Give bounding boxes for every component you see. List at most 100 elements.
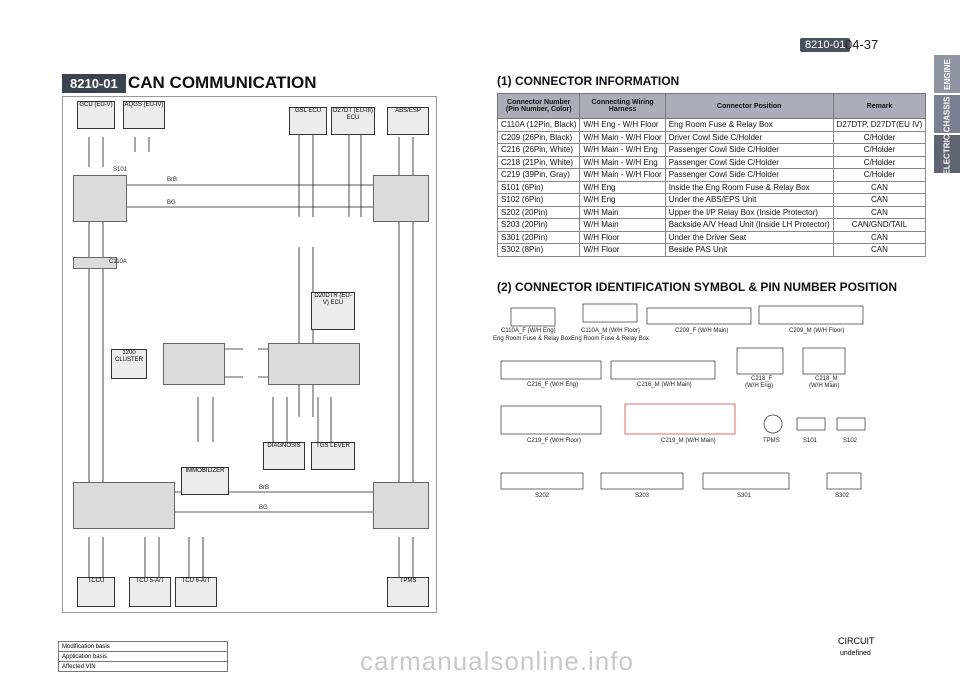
tab-engine[interactable]: ENGINE [934, 55, 960, 93]
gsl-ecu-module: GSL ECU [289, 107, 327, 135]
label-c218-m: C218_M [815, 376, 838, 382]
application-basis: Application basis [58, 651, 228, 662]
connector-s101 [73, 175, 127, 222]
wire-label-brb: BrB [167, 177, 178, 183]
cell-position: Under the ABS/EPS Unit [664, 193, 834, 207]
cell-harness: W/H Main - W/H Floor [579, 168, 666, 182]
cell-remark: CAN [832, 230, 927, 244]
label-c110a-f-pos: Eng Room Fuse & Relay Box [493, 336, 572, 342]
cell-remark: C/Holder [832, 155, 927, 169]
connector-info-table: Connector Number (Pin Number, Color) Con… [496, 93, 927, 257]
circuit-label: CIRCUIT [838, 636, 875, 646]
col-wiring-harness: Connecting Wiring Harness [579, 93, 666, 119]
cell-connector: C216 (26Pin, White) [496, 143, 581, 157]
cell-connector: C218 (21Pin, White) [496, 155, 581, 169]
label-c219-m: C219_M (W/H Main) [661, 438, 716, 444]
connector-id-title: (2) CONNECTOR IDENTIFICATION SYMBOL & PI… [497, 280, 898, 294]
watermark: carmanualsonline.info [360, 646, 634, 676]
cell-harness: W/H Main - W/H Floor [579, 130, 666, 144]
wiring-lines [88, 127, 414, 577]
cell-position: Under the Driver Seat [664, 230, 834, 244]
label-c110a-m: C110A_M (W/H Floor) [581, 328, 640, 334]
cell-connector: C209 (26Pin, Black) [496, 130, 581, 144]
connector-info-title: (1) CONNECTOR INFORMATION [497, 74, 680, 88]
cell-harness: W/H Main - W/H Eng [579, 143, 666, 157]
cell-remark: CAN/GND/TAIL [832, 218, 927, 232]
circuit-sub: undefined [840, 650, 871, 657]
cell-remark: C/Holder [832, 143, 927, 157]
d20dtr-ecu-module: D20DTR (EU-V) ECU [311, 292, 355, 330]
cell-connector: S203 (20Pin) [496, 218, 581, 232]
label-s202-pin: S202 [535, 493, 550, 499]
cell-harness: W/H Floor [579, 230, 666, 244]
cell-harness: W/H Eng [579, 193, 666, 207]
cell-harness: W/H Main [579, 218, 666, 232]
label-s203-pin: S203 [635, 493, 650, 499]
affected-vin: Affected VIN [58, 661, 228, 672]
cell-connector: S302 (8Pin) [496, 243, 581, 257]
cell-connector: S101 (6Pin) [496, 180, 581, 194]
wire-label-brb-bottom: BrB [259, 485, 270, 491]
tcu-6at-module: TCU 6-A/T [175, 577, 217, 607]
label-c209-m: C209_M (W/H Floor) [789, 328, 845, 334]
cell-harness: W/H Main [579, 205, 666, 219]
d27dt-ecu-module: D27DT (EU-III) ECU [331, 107, 375, 135]
cell-connector: S102 (6Pin) [496, 193, 581, 207]
connector-pin-diagrams [500, 303, 866, 490]
modification-basis: Modification basis [58, 641, 228, 652]
label-c110a-m-pos: Eng Room Fuse & Relay Box [571, 336, 650, 342]
cell-remark: CAN [832, 243, 927, 257]
cell-remark: CAN [832, 205, 927, 219]
cell-position: Eng Room Fuse & Relay Box [664, 118, 834, 132]
cell-position: Driver Cowl Side C/Holder [664, 130, 834, 144]
tab-chassis[interactable]: CHASSIS [934, 95, 960, 133]
col-connector-number: Connector Number (Pin Number, Color) [496, 93, 581, 119]
wire-label-bg: BG [167, 200, 176, 206]
label-s101: S101 [113, 167, 128, 173]
cell-connector: C219 (39Pin, Gray) [496, 168, 581, 182]
tgs-lever-module: TGS LEVER [311, 442, 355, 470]
connector-c110a [73, 257, 117, 269]
label-c218-f-harness: (W/H Eng) [745, 383, 774, 389]
label-c218-m-harness: (W/H Main) [809, 383, 840, 389]
cell-remark: D27DTP, D27DT(EU IV) [832, 118, 927, 132]
cell-position: Backside A/V Head Unit (Inside LH Protec… [664, 218, 834, 232]
cell-connector: S202 (20Pin) [496, 205, 581, 219]
cell-remark: C/Holder [832, 168, 927, 182]
immobilizer-module: IMMOBILIZER [181, 467, 229, 495]
tab-electric[interactable]: ELECTRIC [934, 134, 960, 174]
cell-position: Passenger Cowl Side C/Holder [664, 168, 834, 182]
col-connector-position: Connector Position [664, 93, 834, 119]
cell-connector: S301 (20Pin) [496, 230, 581, 244]
label-s101-pin: S101 [803, 438, 818, 444]
cell-position: Passenger Cowl Side C/Holder [664, 155, 834, 169]
cell-harness: W/H Floor [579, 243, 666, 257]
connector-s102 [373, 175, 429, 222]
aqgs-module: AQGS (EU-IV) [123, 101, 165, 129]
connector-s202 [268, 343, 360, 385]
label-c110a: C110A [109, 259, 127, 265]
label-c216-f: C216_F (W/H Eng) [527, 382, 579, 388]
tcu-5at-module: TCU 5-A/T [129, 577, 171, 607]
page-title: CAN COMMUNICATION [128, 73, 317, 92]
cell-position: Passenger Cowl Side C/Holder [664, 143, 834, 157]
cell-harness: W/H Main - W/H Eng [579, 155, 666, 169]
label-s302-pin: S302 [835, 493, 850, 499]
label-c219-f: C219_F (W/H Floor) [527, 438, 582, 444]
cluster-module: 1200 CLUSTER [111, 349, 147, 379]
abs-esp-module: ABS/ESP [387, 107, 429, 135]
header-code: 8210-01 [800, 38, 851, 52]
cell-connector: C110A (12Pin, Black) [496, 118, 581, 132]
tpms-module: TPMS [387, 577, 429, 607]
label-c218-f: C218_F [751, 376, 773, 382]
cell-position: Inside the Eng Room Fuse & Relay Box [664, 180, 834, 194]
page-number: 04-37 [845, 37, 879, 52]
